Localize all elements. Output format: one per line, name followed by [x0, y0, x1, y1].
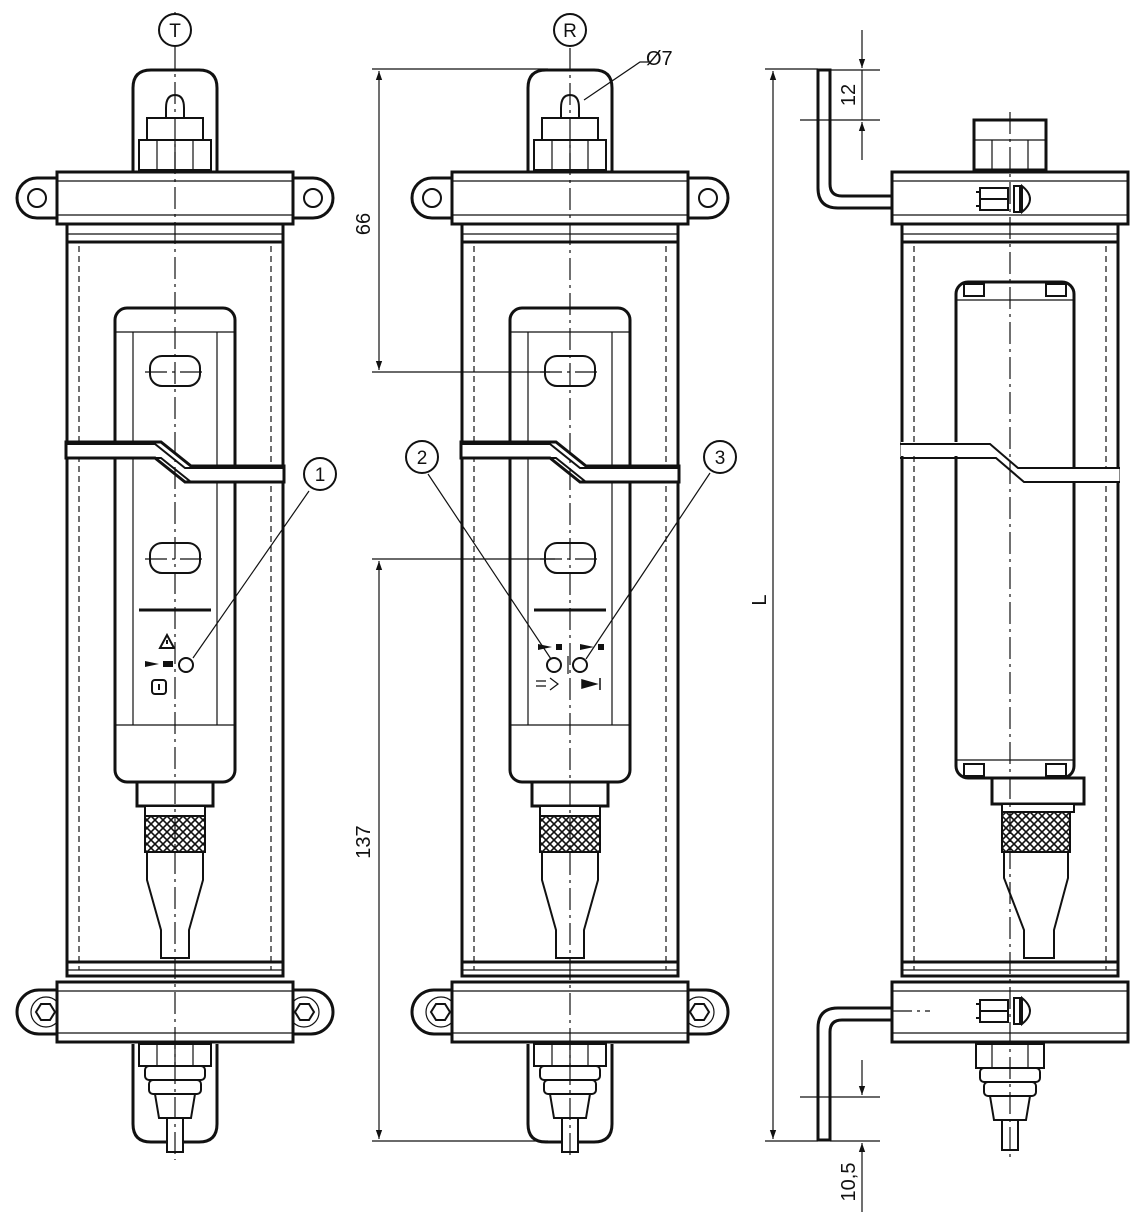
dimension-bracket-top: 12: [838, 84, 860, 106]
side-view: [890, 112, 1130, 1160]
dimension-bracket-bottom: 10,5: [838, 1163, 860, 1202]
power-icon: [151, 679, 167, 695]
svg-text:1: 1: [315, 465, 326, 486]
svg-text:T: T: [169, 21, 181, 42]
callout-3: 3: [585, 440, 737, 660]
receiver-view: [410, 48, 730, 1160]
dimension-length: L: [749, 594, 771, 605]
svg-text:R: R: [563, 21, 577, 42]
callout-2: 2: [405, 440, 552, 660]
dimension-66: 66: [353, 213, 375, 235]
mounting-bracket: [816, 68, 894, 1142]
svg-text:2: 2: [417, 448, 428, 469]
transmitter-view: [15, 12, 335, 1160]
view-label-receiver: R: [553, 13, 587, 47]
callout-1: 1: [192, 457, 337, 659]
view-label-transmitter: T: [158, 13, 192, 47]
dimension-hole-diameter: Ø7: [646, 48, 673, 70]
beam-icon: [580, 644, 604, 650]
svg-text:3: 3: [715, 448, 726, 469]
dimension-137: 137: [353, 825, 375, 858]
beam-icon: [145, 661, 173, 667]
